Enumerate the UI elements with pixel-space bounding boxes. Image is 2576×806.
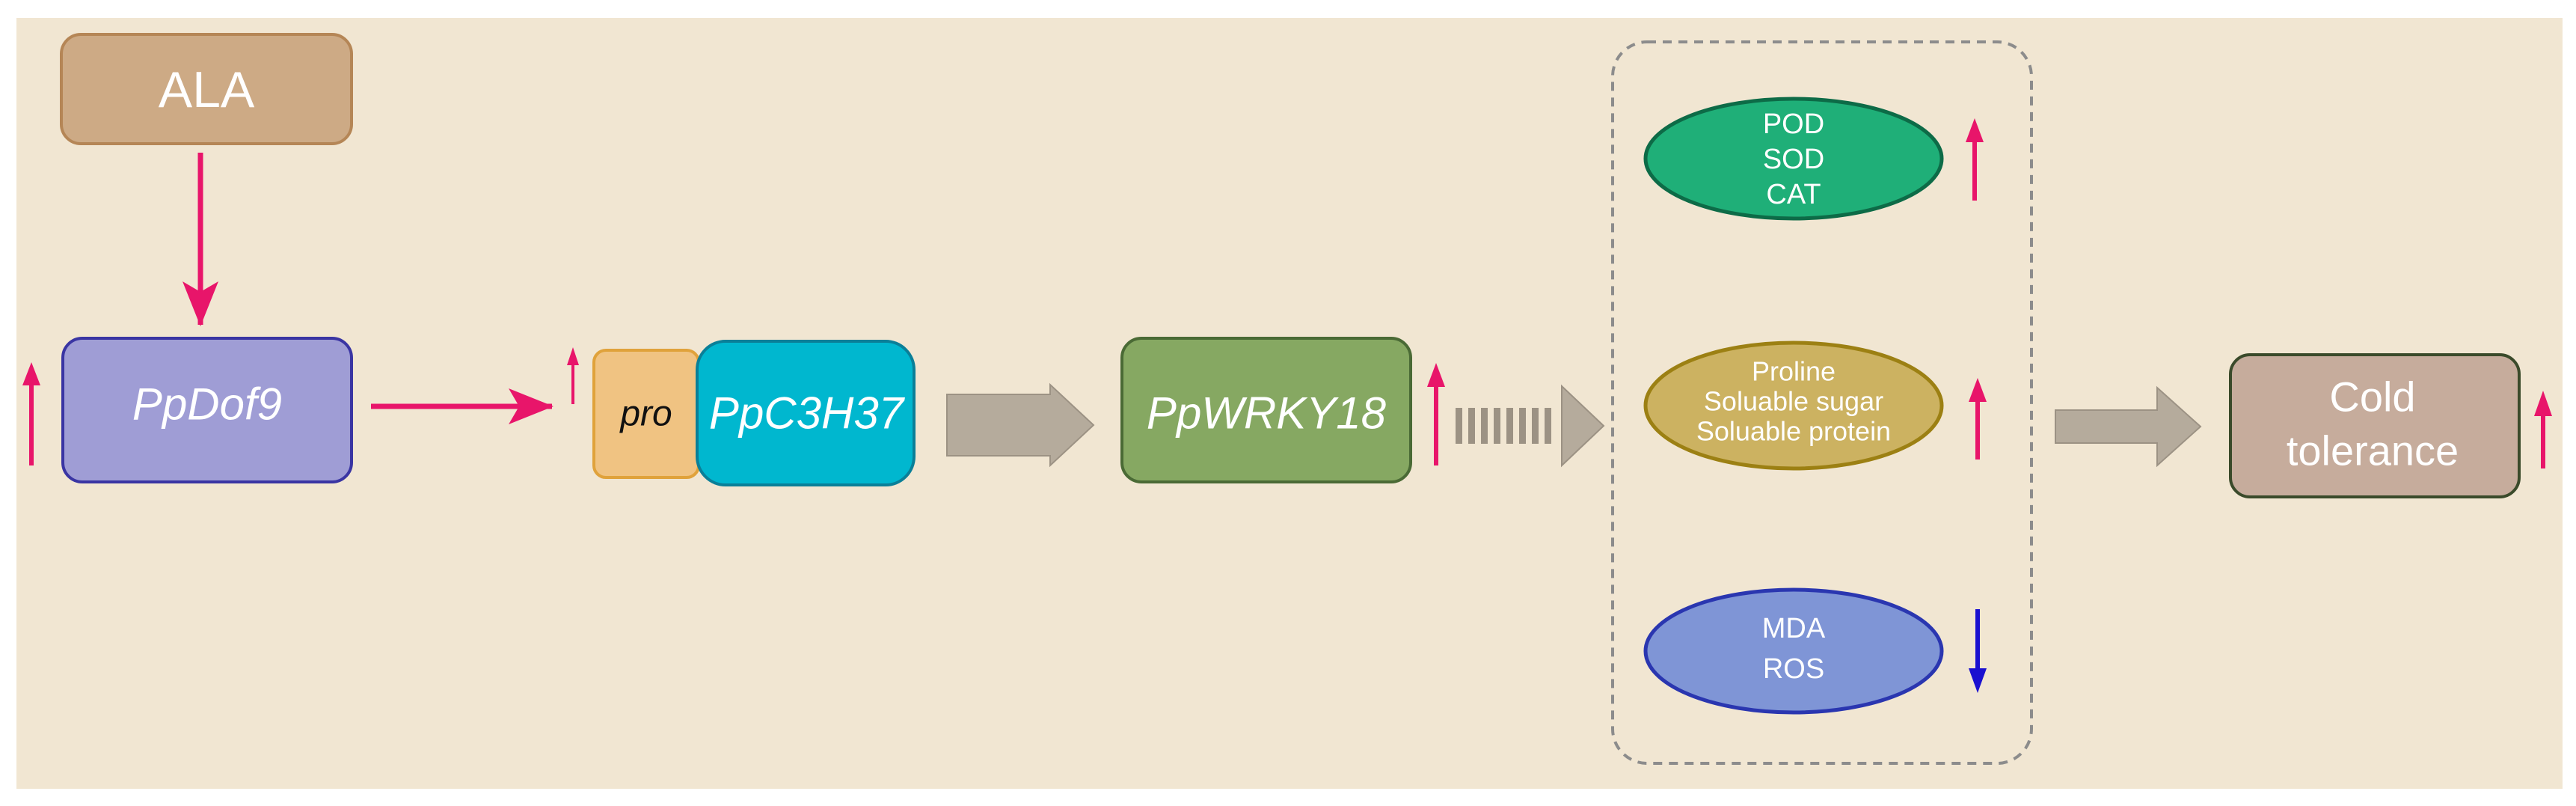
- cold-tolerance-label-line2: tolerance: [2287, 427, 2459, 474]
- dashed-flow-arrow-icon: [1456, 384, 1605, 468]
- ppwrky18-node: PpWRKY18: [1120, 337, 1412, 483]
- ppc3h37-node: PpC3H37: [696, 340, 916, 486]
- ala-node: ALA: [60, 33, 353, 145]
- physiological-effects-group: [1611, 40, 2033, 765]
- ala-label: ALA: [159, 61, 255, 118]
- promoter-label: pro: [619, 394, 672, 434]
- cold-tolerance-node: Cold tolerance: [2229, 353, 2521, 498]
- up-arrow-icon: [2534, 391, 2552, 468]
- oxidative-damage-node: MDA ROS: [1643, 587, 1944, 715]
- ros-label: ROS: [1763, 653, 1824, 685]
- up-arrow-icon: [567, 347, 579, 404]
- ppdof9-node: PpDof9: [61, 337, 353, 483]
- up-arrow-icon: [1966, 118, 1984, 201]
- enzyme-pod-label: POD: [1763, 109, 1824, 140]
- hollow-flow-arrow-icon: [946, 382, 1095, 468]
- osmolytes-node: Proline Soluable sugar Soluable protein: [1643, 341, 1944, 471]
- hollow-flow-arrow-icon: [2055, 385, 2202, 468]
- promoter-node: pro: [592, 349, 700, 479]
- enzyme-sod-label: SOD: [1763, 144, 1824, 175]
- ppc3h37-label: PpC3H37: [709, 388, 906, 439]
- ppwrky18-label: PpWRKY18: [1147, 388, 1387, 439]
- down-arrow-icon: [1969, 609, 1987, 693]
- up-arrow-icon: [22, 362, 40, 465]
- up-arrow-icon: [1427, 363, 1445, 465]
- soluble-sugar-label: Soluable sugar: [1704, 386, 1883, 417]
- enzyme-cat-label: CAT: [1766, 179, 1821, 210]
- ppdof9-label: PpDof9: [132, 379, 282, 430]
- proline-label: Proline: [1752, 356, 1836, 387]
- up-arrow-icon: [1969, 378, 1987, 460]
- antioxidant-enzymes-node: POD SOD CAT: [1643, 97, 1944, 221]
- mda-label: MDA: [1762, 613, 1826, 644]
- soluble-protein-label: Soluable protein: [1696, 416, 1891, 447]
- cold-tolerance-label-line1: Cold: [2329, 373, 2415, 421]
